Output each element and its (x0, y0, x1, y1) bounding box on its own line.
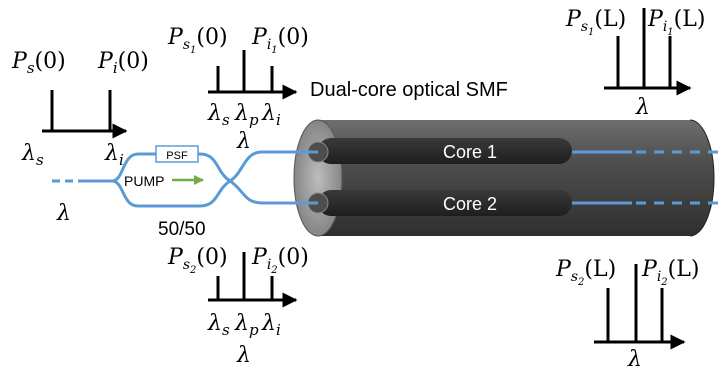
core2-out-ps-label: Ps2(L) (555, 257, 616, 288)
core2-label: Core 2 (443, 194, 497, 214)
fiber-front-face (293, 119, 343, 237)
fiber-end-edge (689, 119, 715, 237)
core1-out-axis-label: λ (635, 95, 650, 120)
core2-out-axis-label: λ (627, 347, 642, 372)
dual-core-fiber: Core 1 Core 2 (293, 119, 715, 237)
core2-channel (318, 190, 572, 216)
fiber-body (318, 120, 714, 236)
core1-out-pi-label: Pi1(L) (647, 7, 705, 38)
core1-in-ps-label: Ps1(0) (167, 25, 228, 56)
core2-in-lambda-i: λi (261, 311, 281, 339)
core1-in-axis-label: λ (236, 129, 251, 154)
core2-output-spectrum: Ps2(L) Pi2(L) λ (555, 257, 699, 372)
core1-in-lambda-i: λi (261, 101, 281, 129)
core2-in-axis-label: λ (236, 343, 251, 368)
core2-in-ps-label: Ps2(0) (167, 245, 228, 276)
core1-in-lambda-s: λs (207, 101, 230, 129)
coupler-lower-arm (111, 179, 231, 208)
core1-in-pi-label: Pi1(0) (251, 25, 309, 56)
input-lambda-s: λs (21, 141, 44, 169)
psf-label: PSF (166, 150, 188, 162)
pump-label: PUMP (124, 173, 164, 189)
input-ps-label: Ps(0) (11, 49, 66, 77)
core1-label: Core 1 (443, 142, 497, 162)
core1-out-ps-label: Ps1(L) (565, 7, 626, 38)
core2-input-spectrum: Ps2(0) Pi2(0) λs λp λi λ (167, 245, 309, 368)
coupler-ratio-label: 50/50 (158, 219, 206, 240)
core2-in-lambda-p: λp (234, 311, 259, 339)
input-lambda-i: λi (104, 141, 124, 169)
core2-out-pi-label: Pi2(L) (641, 257, 699, 288)
psf-box (155, 145, 199, 163)
core2-in-pi-label: Pi2(0) (251, 245, 309, 276)
core1-input-spectrum: Ps1(0) Pi1(0) λs λp λi λ (167, 25, 309, 154)
core1-channel (318, 138, 572, 164)
coupler-out-upper (229, 150, 318, 183)
fiber-title: Dual-core optical SMF (310, 79, 508, 101)
input-spectrum: Ps(0) Pi(0) λs λi (11, 49, 149, 169)
core1-output-spectrum: Ps1(L) Pi1(L) λ (565, 7, 705, 120)
input-pi-label: Pi(0) (97, 49, 149, 77)
input-lambda: λ (56, 201, 71, 226)
core2-in-lambda-s: λs (207, 311, 230, 339)
coupler-out-lower (229, 179, 318, 205)
core1-in-lambda-p: λp (234, 101, 259, 129)
